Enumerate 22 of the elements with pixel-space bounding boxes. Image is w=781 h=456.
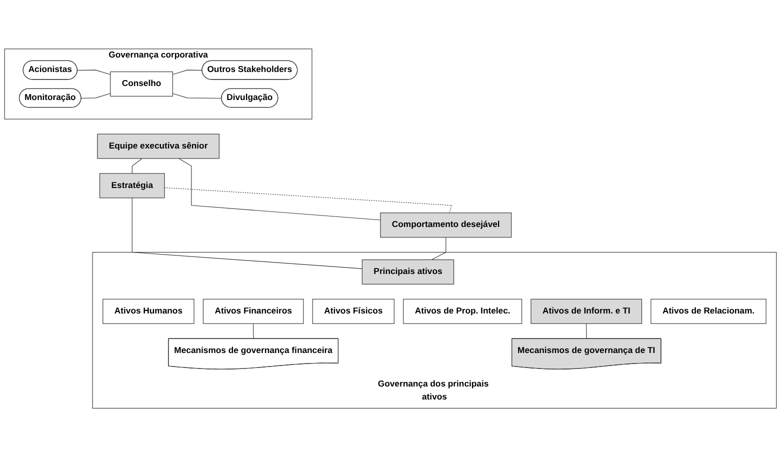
connector — [178, 158, 381, 220]
connector — [586, 323, 587, 340]
node-box: Ativos de Inform. e TI — [530, 298, 642, 324]
connector — [132, 158, 142, 174]
node-box: Ativos de Prop. Intelec. — [403, 298, 522, 324]
node-box: Ativos de Relacionam. — [650, 298, 766, 324]
node-box: Comportamento desejável — [380, 212, 512, 238]
connector — [253, 323, 254, 340]
node-box: Principais ativos — [362, 259, 454, 284]
node-box: Conselho — [110, 72, 173, 97]
connector — [172, 93, 222, 99]
connector — [77, 70, 111, 75]
node-box: Estratégia — [99, 173, 165, 198]
connector — [164, 187, 452, 214]
node-box: Equipe executiva sênior — [97, 134, 220, 159]
connector — [81, 93, 111, 99]
connector — [431, 237, 446, 260]
connector — [172, 70, 203, 75]
node-box: Ativos Humanos — [102, 298, 194, 324]
connector — [132, 198, 362, 269]
node-box: Ativos Físicos — [312, 298, 394, 324]
node-box: Ativos Financeiros — [202, 298, 304, 324]
